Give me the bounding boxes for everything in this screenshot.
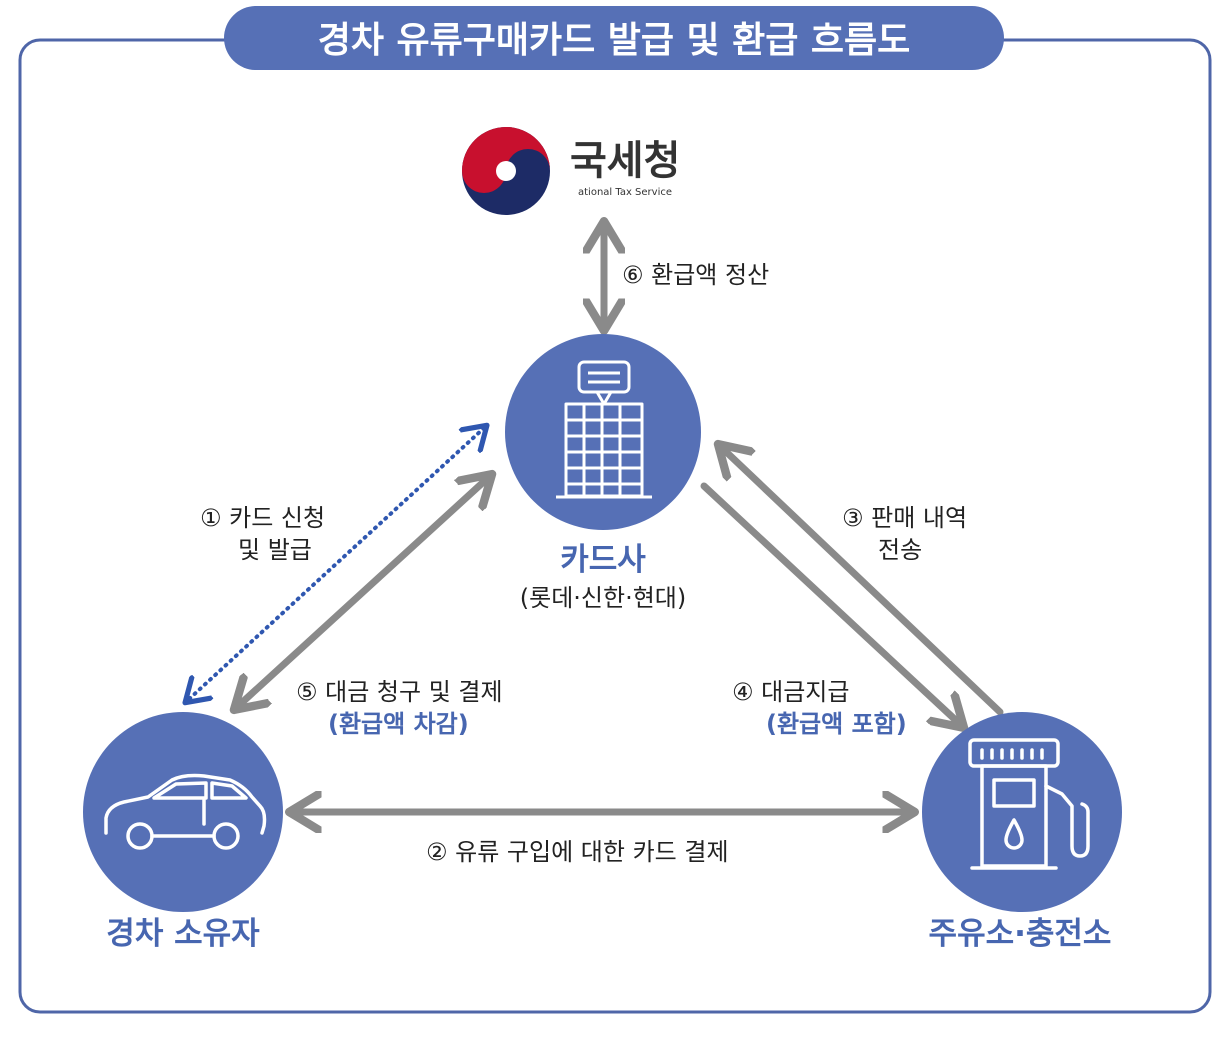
- flow-3-label-line2: 전송: [878, 536, 922, 564]
- nts-english-name: ational Tax Service: [578, 187, 672, 198]
- gas-station-node: 주유소·충전소: [922, 712, 1122, 952]
- flow-4-note: (환급액 포함): [766, 710, 907, 738]
- car-owner-circle: [83, 712, 283, 912]
- page-title: 경차 유류구매카드 발급 및 환급 흐름도: [318, 20, 911, 61]
- card-company-label: 카드사: [560, 542, 646, 578]
- flow-4-label: ④ 대금지급: [732, 678, 849, 706]
- arrow-card-application-dotted: [188, 428, 484, 700]
- arrow-billing-payment: [236, 476, 490, 708]
- title-pill: [224, 6, 1004, 70]
- nts-name: 국세청: [570, 138, 680, 184]
- flow-1-label-line1: ① 카드 신청: [200, 504, 325, 532]
- flow-1-label-line2: 및 발급: [238, 536, 312, 564]
- gas-station-circle: [922, 712, 1122, 912]
- fuel-pump-icon: [968, 738, 1090, 870]
- title-banner: 경차 유류구매카드 발급 및 환급 흐름도: [224, 6, 1004, 70]
- flow-3-label-line1: ③ 판매 내역: [842, 504, 967, 532]
- flow-6-label: ⑥ 환급액 정산: [622, 261, 769, 289]
- card-company-node: 카드사 (롯데·신한·현대): [505, 334, 701, 612]
- card-company-sublabel: (롯데·신한·현대): [520, 584, 686, 612]
- car-owner-node: 경차 소유자: [83, 712, 283, 952]
- gas-station-label: 주유소·충전소: [929, 916, 1112, 952]
- car-owner-label: 경차 소유자: [106, 916, 260, 952]
- arrow-payment-to-station: [700, 482, 962, 726]
- arrow-sales-history: [720, 446, 1004, 716]
- korea-government-emblem-icon: [462, 127, 550, 215]
- car-icon: [104, 773, 267, 850]
- office-building-icon: [556, 360, 652, 499]
- flow-5-note: (환급액 차감): [328, 710, 469, 738]
- flow-5-label: ⑤ 대금 청구 및 결제: [296, 678, 503, 706]
- nts-node: 국세청 ational Tax Service: [462, 127, 680, 215]
- flow-2-label: ② 유류 구입에 대한 카드 결제: [426, 838, 729, 866]
